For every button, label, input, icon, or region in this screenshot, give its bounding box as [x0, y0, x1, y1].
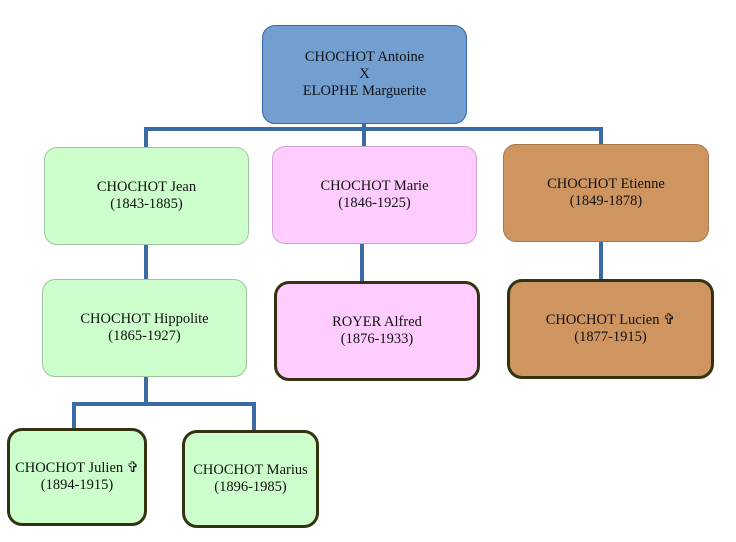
node-jean-dates: (1843-1885): [110, 196, 183, 212]
node-marie-dates: (1846-1925): [338, 195, 411, 211]
node-jean: CHOCHOT Jean (1843-1885): [44, 147, 249, 245]
node-hippolite-dates: (1865-1927): [108, 328, 181, 344]
node-hippolite: CHOCHOT Hippolite (1865-1927): [42, 279, 247, 377]
node-marie: CHOCHOT Marie (1846-1925): [272, 146, 477, 244]
node-julien-name: CHOCHOT Julien ✞: [15, 460, 139, 476]
node-jean-name: CHOCHOT Jean: [96, 179, 197, 195]
node-root-wife: ELOPHE Marguerite: [302, 83, 427, 99]
node-marius-dates: (1896-1985): [214, 479, 287, 495]
node-root-husband: CHOCHOT Antoine: [304, 49, 425, 65]
node-lucien-dates: (1877-1915): [574, 329, 647, 345]
node-alfred: ROYER Alfred (1876-1933): [274, 281, 480, 381]
node-julien: CHOCHOT Julien ✞ (1894-1915): [7, 428, 147, 526]
node-root-couple: CHOCHOT Antoine X ELOPHE Marguerite: [262, 25, 467, 124]
node-etienne-dates: (1849-1878): [569, 193, 643, 209]
node-marius-name: CHOCHOT Marius: [193, 462, 308, 478]
node-etienne-name: CHOCHOT Etienne: [547, 176, 665, 192]
node-root-marriage-mark: X: [359, 66, 370, 82]
node-lucien: CHOCHOT Lucien ✞ (1877-1915): [507, 279, 714, 379]
node-marius: CHOCHOT Marius (1896-1985): [182, 430, 319, 528]
node-julien-dates: (1894-1915): [40, 477, 114, 493]
node-marie-name: CHOCHOT Marie: [320, 178, 429, 194]
node-hippolite-name: CHOCHOT Hippolite: [80, 311, 209, 327]
node-alfred-dates: (1876-1933): [340, 331, 414, 347]
node-alfred-name: ROYER Alfred: [332, 314, 422, 330]
node-lucien-name: CHOCHOT Lucien ✞: [545, 312, 676, 328]
node-etienne: CHOCHOT Etienne (1849-1878): [503, 144, 709, 242]
